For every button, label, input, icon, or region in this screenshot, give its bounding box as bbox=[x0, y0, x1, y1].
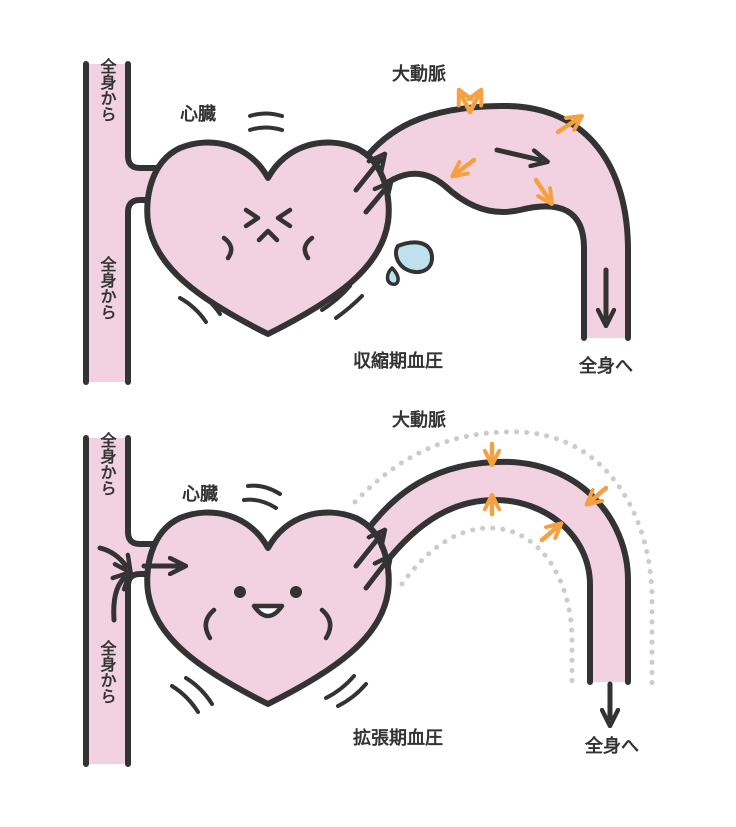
systole-aorta bbox=[349, 102, 631, 341]
diastole-heart-label: 心臓 bbox=[182, 484, 218, 505]
diastole-flow-arrows bbox=[97, 536, 610, 718]
diastole-dotted-guides bbox=[352, 429, 655, 689]
systole-aorta-label: 大動脈 bbox=[392, 63, 446, 85]
diastole-vein-label-bottom: 全身から bbox=[98, 639, 118, 704]
sweat-drop-icon bbox=[385, 240, 434, 287]
systole-vein bbox=[83, 61, 170, 385]
diastole-panel: 全身から 全身から bbox=[83, 409, 655, 767]
diastole-recoil-arrows bbox=[492, 441, 609, 543]
diastole-output-label: 全身へ bbox=[584, 735, 639, 757]
systole-phase-label: 収縮期血圧 bbox=[353, 350, 443, 372]
systole-shake-lines bbox=[178, 111, 364, 324]
systole-expansion-arrows bbox=[458, 96, 576, 198]
systole-flow-arrows bbox=[353, 147, 606, 318]
systole-heart-label: 心臓 bbox=[180, 104, 216, 125]
diastole-vein-label-top: 全身から bbox=[98, 431, 118, 496]
systole-vein-label-bottom: 全身から bbox=[98, 255, 118, 320]
diastole-phase-label: 拡張期血圧 bbox=[353, 727, 443, 749]
systole-output-label: 全身へ bbox=[578, 355, 633, 377]
systole-heart bbox=[144, 111, 392, 337]
systole-vein-label-top: 全身から bbox=[98, 57, 118, 122]
diastole-shake-lines bbox=[170, 483, 368, 714]
diastole-heart bbox=[144, 483, 392, 714]
systole-heart-face-strained bbox=[221, 207, 315, 261]
diastole-heart-face-smiling bbox=[203, 586, 333, 641]
diastole-aorta bbox=[349, 458, 631, 685]
diastole-aorta-label: 大動脈 bbox=[392, 409, 446, 431]
systole-panel: 全身から 全身から bbox=[83, 57, 633, 385]
